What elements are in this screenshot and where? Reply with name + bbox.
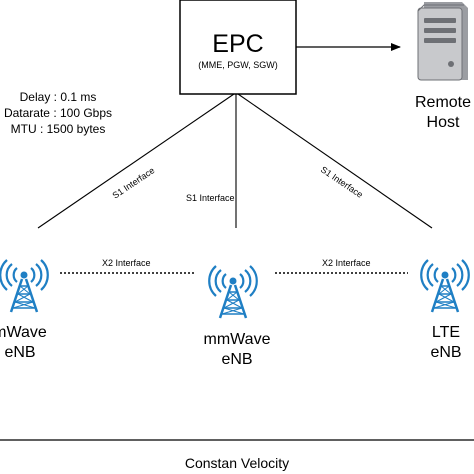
cell-tower-icon	[207, 264, 259, 320]
s1-label-mid: S1 Interface	[186, 193, 235, 203]
cell-tower-icon	[419, 258, 471, 314]
enb-mid-line2: eNB	[221, 351, 253, 368]
s1-link-left	[37, 93, 235, 229]
enb-left-line1: mWave	[0, 324, 47, 341]
epc-title: EPC	[212, 30, 264, 58]
param-delay: Delay : 0.1 ms	[19, 90, 97, 104]
remote-host-label: Remote Host	[400, 93, 474, 133]
cell-tower-icon	[0, 258, 50, 314]
enb-mid-line1: mmWave	[203, 331, 271, 348]
enb-label-mid: mmWave eNB	[187, 330, 287, 370]
x2-label-left: X2 Interface	[102, 258, 151, 268]
param-mtu: MTU : 1500 bytes	[10, 122, 106, 136]
remote-host-line2: Host	[426, 114, 460, 131]
x2-label-right: X2 Interface	[322, 258, 371, 268]
remote-host-line1: Remote	[414, 94, 472, 111]
s1-link-right	[237, 93, 433, 229]
enb-right-line1: LTE	[431, 324, 461, 341]
enb-right-line2: eNB	[430, 344, 462, 361]
enb-left-line2: eNB	[4, 344, 36, 361]
velocity-label: Constan Velocity	[184, 455, 290, 471]
enb-label-left: mWave eNB	[0, 323, 70, 363]
epc-subtitle: (MME, PGW, SGW)	[198, 60, 278, 70]
s1-label-left: S1 Interface	[111, 165, 157, 200]
link-parameters: Delay : 0.1 ms Datarate : 100 Gbps MTU :…	[0, 89, 116, 137]
enb-label-right: LTE eNB	[396, 323, 474, 363]
epc-box	[179, 0, 297, 95]
param-datarate: Datarate : 100 Gbps	[3, 106, 113, 120]
server-icon	[417, 2, 468, 81]
s1-label-right: S1 Interface	[319, 164, 365, 199]
